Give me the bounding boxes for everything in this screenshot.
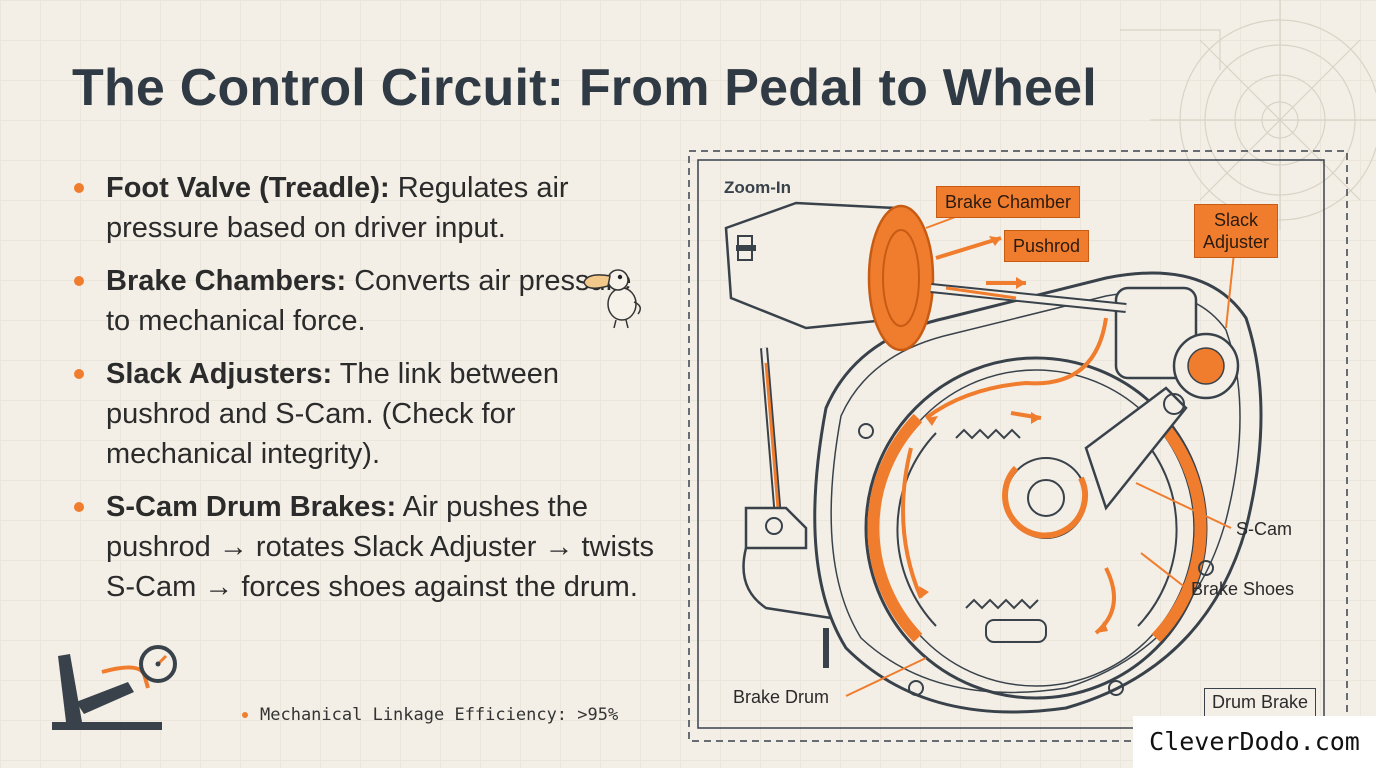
bullet-text: Air pushes the pushrod → rotates Slack A… [106,491,654,603]
bullet-dot [74,502,84,512]
bullet-term: Slack Adjusters: [106,358,333,390]
callout-brake-chamber: Brake Chamber [936,186,1081,218]
callout-slack-adjuster-line1: Slack [1214,210,1259,230]
bullet-dot [74,183,84,193]
efficiency-note: Mechanical Linkage Efficiency: >95% [242,705,618,725]
callout-pushrod: Pushrod [1004,230,1090,262]
callout-brake-drum: Brake Drum [733,687,830,707]
callout-slack-adjuster: Slack Adjuster [1194,204,1279,258]
bullet-text: Regulates air pressure based on driver i… [106,172,569,244]
bullet-brake-chambers: Brake Chambers: Converts air pressure to… [72,261,662,341]
note-dot [242,712,248,718]
bullet-s-cam-drum-brakes: S-Cam Drum Brakes: Air pushes the pushro… [72,487,662,607]
bullet-dot [74,369,84,379]
bullet-text: The link between pushrod and S-Cam. (Che… [106,358,559,470]
pedal-gauge-icon [52,645,177,730]
dodo-mascot-icon [583,269,641,329]
brand-watermark: CleverDodo.com [1133,716,1376,768]
callout-brake-shoes: Brake Shoes [1191,579,1295,599]
blueprint-gear-icon [1120,0,1376,230]
zoom-in-label: Zoom-In [724,178,792,197]
drum-brake-diagram [688,150,1348,742]
bullet-slack-adjusters: Slack Adjusters: The link between pushro… [72,354,662,474]
bullet-list: Foot Valve (Treadle): Regulates air pres… [72,168,662,620]
bullet-term: S-Cam Drum Brakes: [106,491,397,523]
bullet-foot-valve: Foot Valve (Treadle): Regulates air pres… [72,168,662,248]
page-title: The Control Circuit: From Pedal to Wheel [72,59,1097,117]
bullet-term: Foot Valve (Treadle): [106,172,390,204]
note-text: Mechanical Linkage Efficiency: >95% [260,705,619,725]
callout-slack-adjuster-line2: Adjuster [1203,232,1270,252]
bullet-term: Brake Chambers: [106,265,347,297]
bullet-dot [74,276,84,286]
drum-brake-label: Drum Brake [1204,688,1317,717]
callout-s-cam: S-Cam [1236,519,1293,539]
